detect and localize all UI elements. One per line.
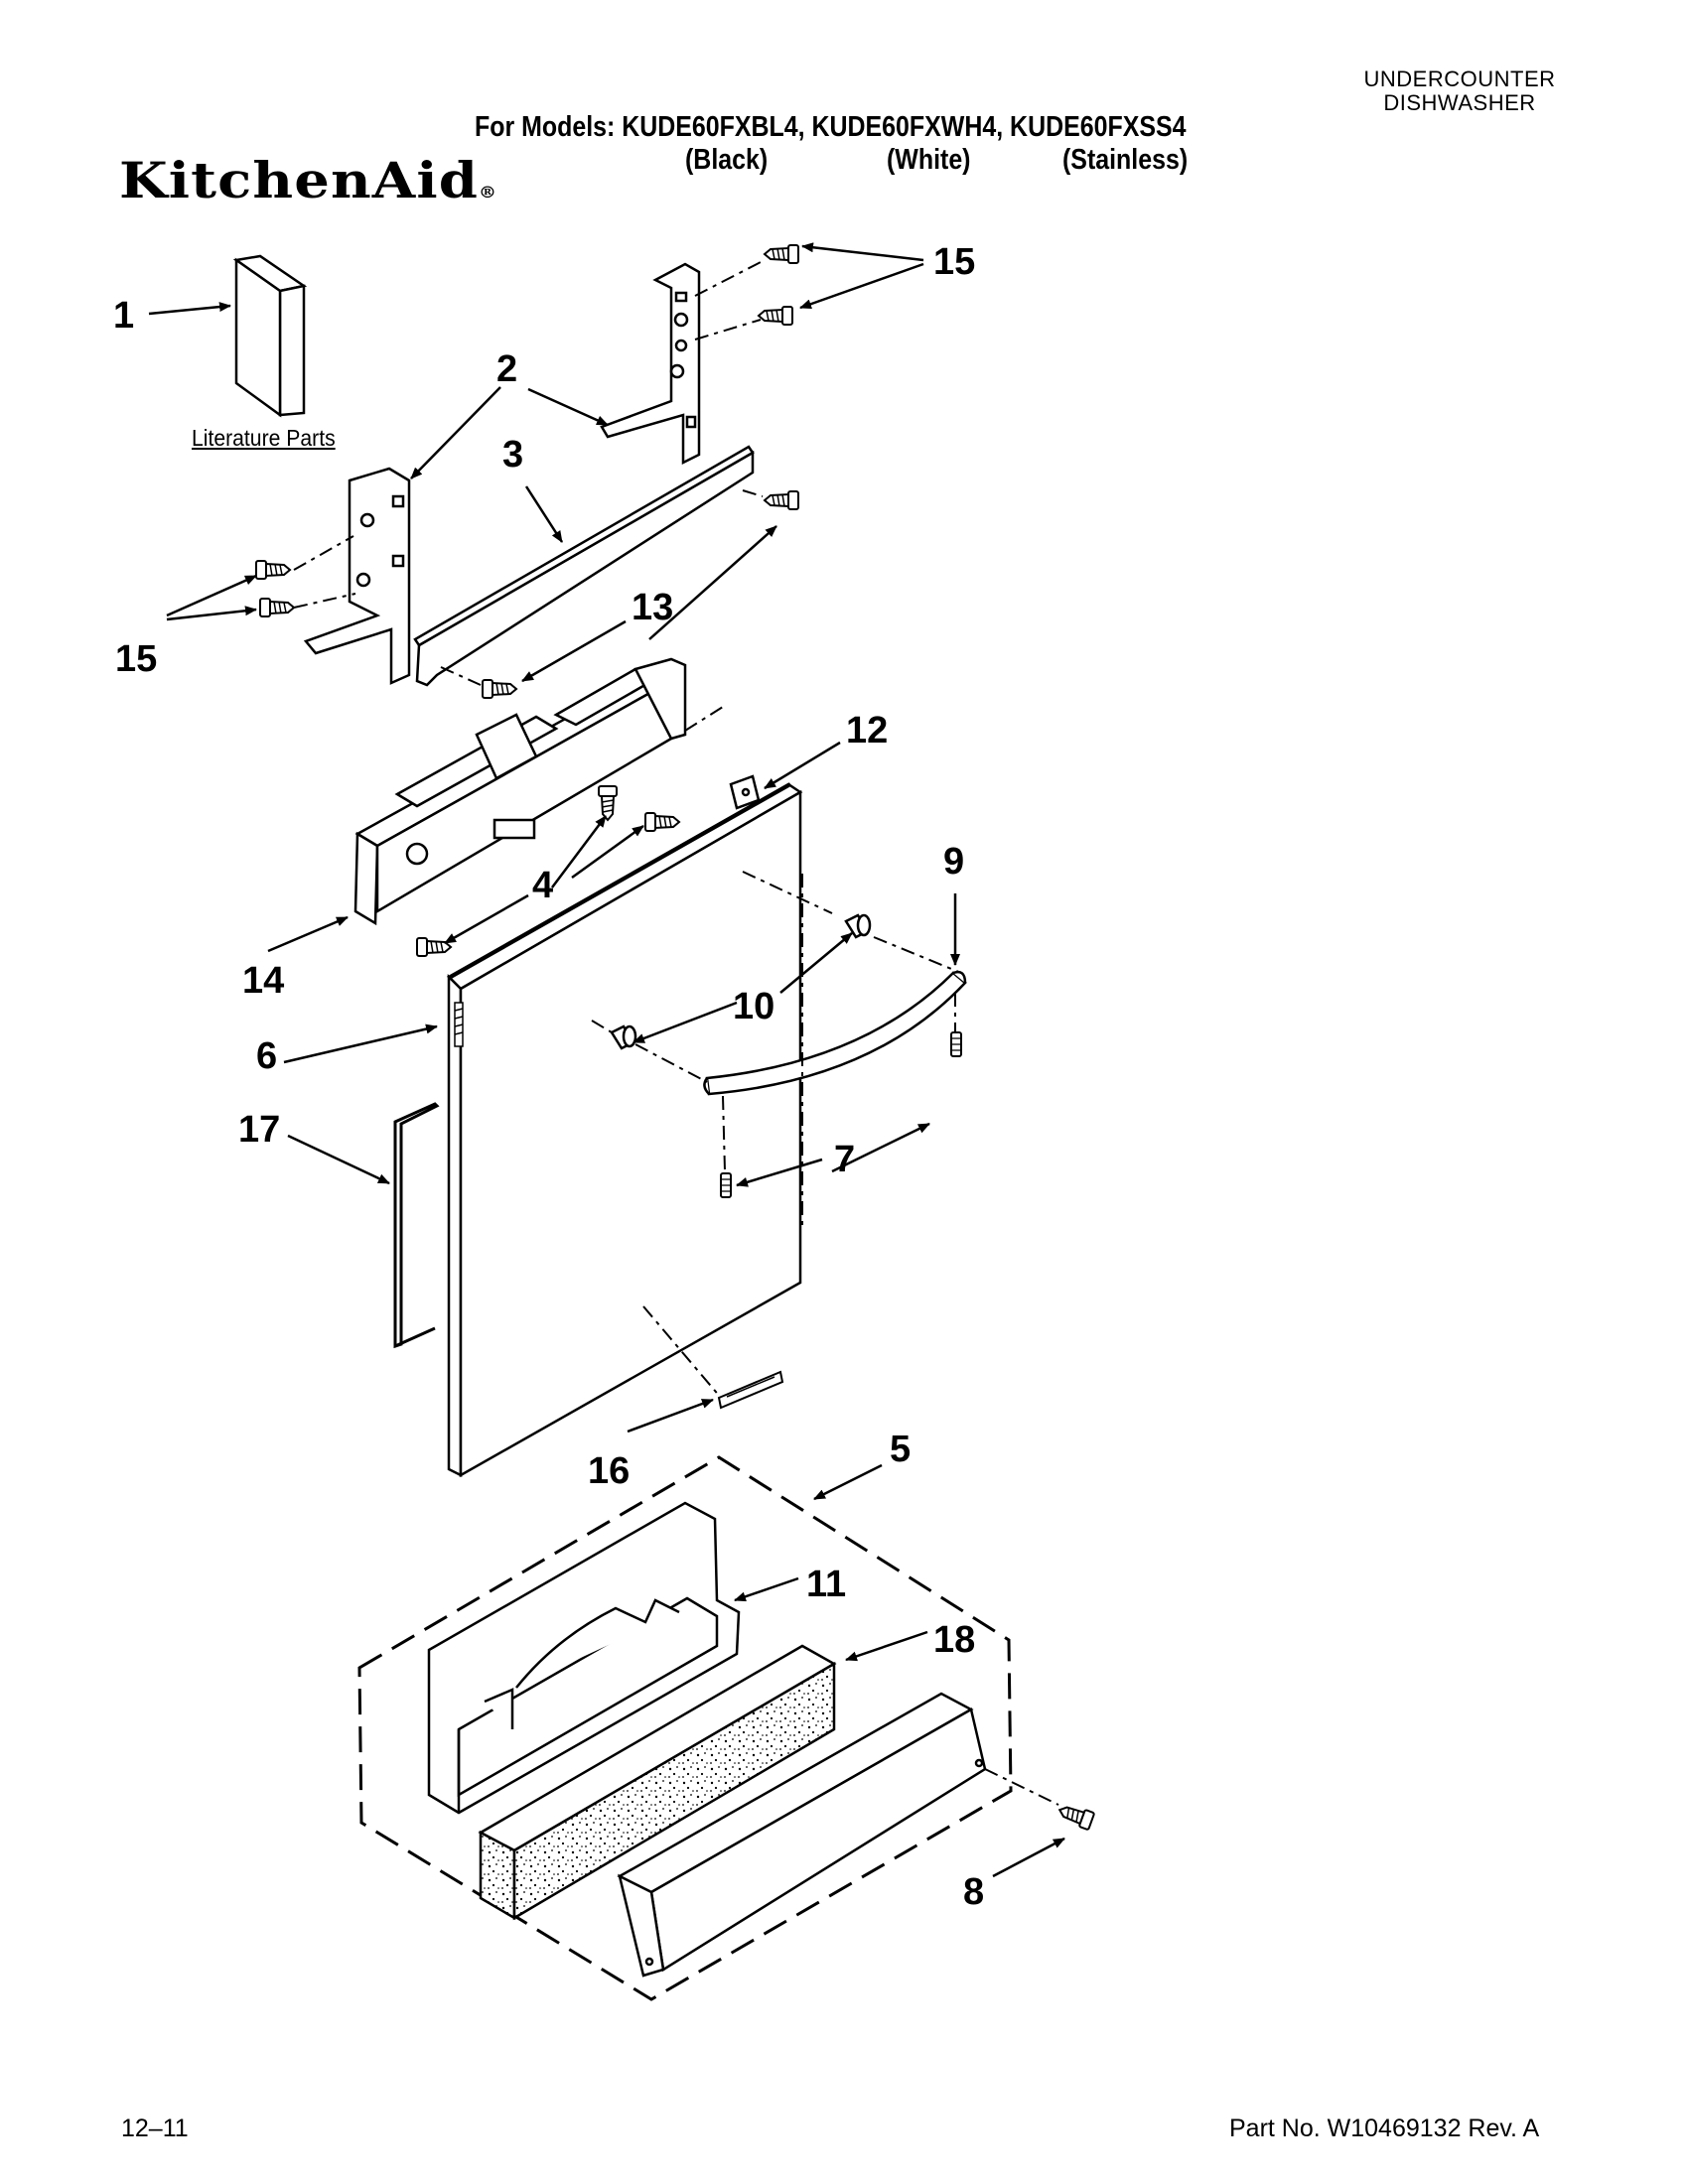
callout-17: 17 (238, 1109, 280, 1151)
mounting-screw (598, 785, 618, 821)
color-stainless: (Stainless) (1062, 144, 1189, 176)
leader-arrows (148, 242, 1065, 1878)
callout-5: 5 (890, 1429, 911, 1470)
callout-14: 14 (242, 960, 284, 1002)
callout-15-upper: 15 (933, 241, 975, 283)
assembly-lines (440, 489, 764, 686)
callout-8: 8 (963, 1871, 984, 1913)
assembly-lines (293, 535, 356, 609)
control-panel-assembly (353, 657, 687, 926)
part-number: Part No. W10469132 Rev. A (1229, 2115, 1540, 2142)
handle-standoff (844, 913, 872, 939)
callout-11: 11 (806, 1564, 846, 1605)
brand-name: KitchenAid (119, 151, 480, 209)
outer-door-panel (446, 782, 803, 1478)
mounting-screw (482, 679, 517, 699)
models-line: For Models: KUDE60FXBL4, KUDE60FXWH4, KU… (475, 111, 1187, 143)
kit-group-outline (357, 1455, 1013, 2001)
appliance-category: UNDERCOUNTER DISHWASHER (1331, 68, 1589, 115)
nameplate-badge (717, 1370, 784, 1410)
brand-registered-mark: ® (479, 183, 498, 202)
mounting-screw (259, 598, 295, 617)
category-line-1: UNDERCOUNTER (1363, 67, 1556, 91)
callout-2: 2 (496, 348, 517, 390)
mounting-screw (758, 306, 793, 326)
callout-9: 9 (943, 841, 964, 883)
color-black: (Black) (685, 144, 769, 176)
literature-parts-label: Literature Parts (192, 425, 336, 451)
callout-6: 6 (256, 1035, 277, 1077)
assembly-lines (694, 259, 766, 341)
callout-12: 12 (846, 710, 888, 751)
mounting-screw (764, 490, 799, 510)
callout-labels: 1 2 3 15 15 13 12 4 14 9 10 6 17 7 16 5 … (113, 241, 984, 1913)
callout-15-lower: 15 (115, 638, 157, 680)
callout-16: 16 (588, 1450, 630, 1492)
callout-3: 3 (502, 434, 523, 476)
door-handle (703, 970, 967, 1096)
callout-1: 1 (113, 295, 134, 337)
handle-set-screw (720, 1172, 732, 1198)
assembly-lines (591, 871, 962, 1399)
callout-7: 7 (834, 1139, 855, 1180)
assembly-lines (684, 706, 724, 732)
color-white: (White) (887, 144, 971, 176)
callout-10: 10 (733, 986, 774, 1027)
literature-book (232, 254, 308, 418)
toe-panel-screw (1055, 1800, 1096, 1832)
mounting-bracket-right (600, 262, 701, 466)
door-gasket (393, 1102, 440, 1349)
category-line-2: DISHWASHER (1383, 90, 1536, 115)
assembly-lines (984, 1768, 1059, 1806)
date-code: 12–11 (121, 2115, 189, 2142)
foam-pad (478, 1644, 837, 1921)
brand-logo: KitchenAid® (119, 151, 497, 209)
mounting-screw (255, 560, 291, 580)
callout-13: 13 (632, 587, 673, 628)
callout-18: 18 (933, 1619, 975, 1661)
insulation-block (427, 1501, 741, 1815)
mounting-screw (764, 244, 799, 264)
trim-strip (413, 445, 755, 687)
mounting-bracket-left (303, 467, 411, 685)
mounting-screw (416, 937, 452, 957)
mounting-screw (644, 812, 680, 832)
callout-4: 4 (532, 865, 553, 906)
handle-set-screw (950, 1031, 962, 1057)
